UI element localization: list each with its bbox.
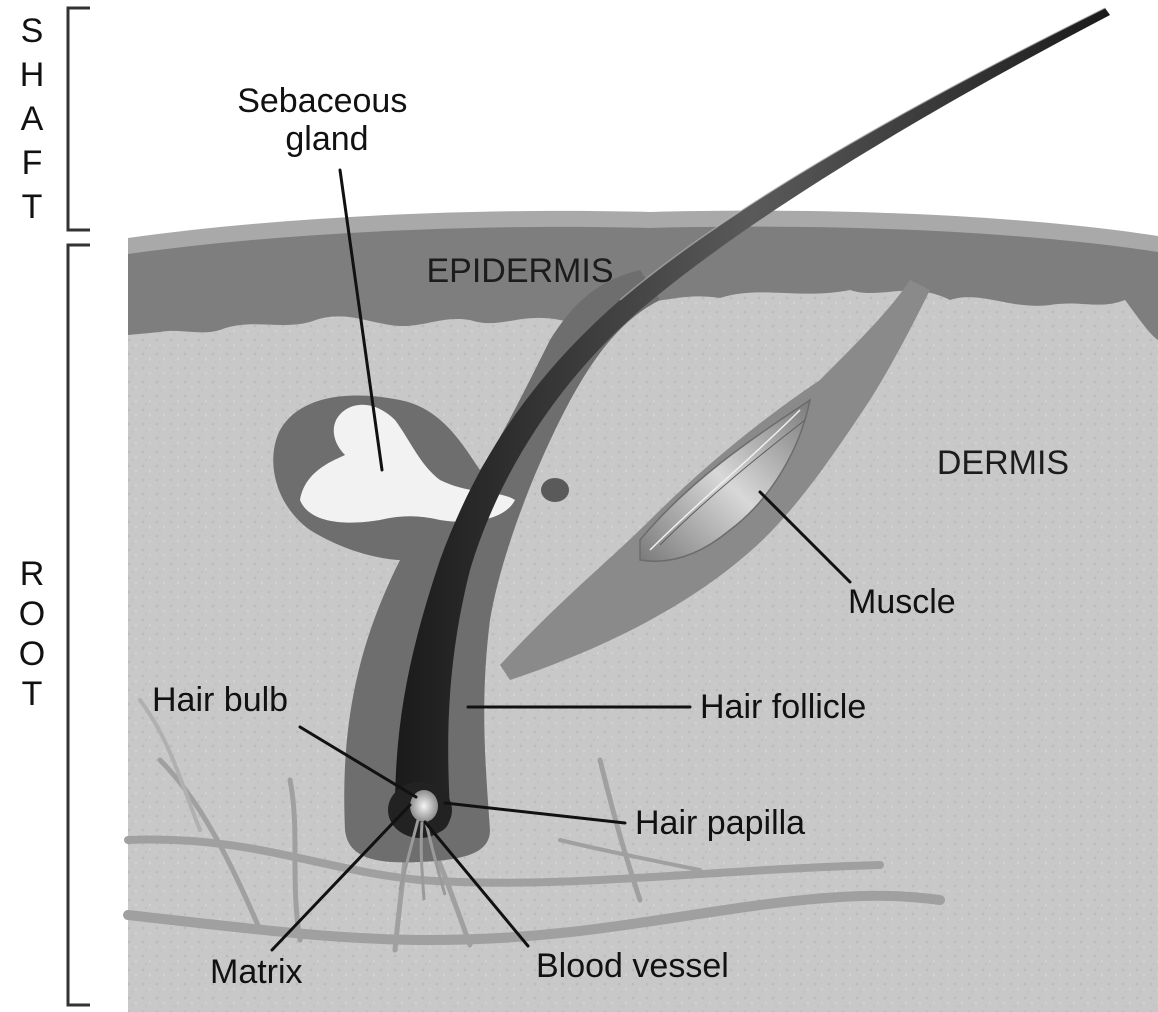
matrix-label: Matrix — [210, 953, 303, 991]
rootLabel-letter: O — [19, 595, 45, 633]
sebaceous-gland-label-line1: Sebaceous — [237, 82, 407, 120]
hair-follicle-label: Hair follicle — [700, 688, 866, 726]
shaftLabel-letter: A — [21, 100, 44, 138]
hair-bulb — [388, 782, 452, 838]
muscle-label: Muscle — [848, 583, 956, 621]
sebaceous-gland-label-line2: gland — [285, 120, 368, 158]
shaftLabel-letter: S — [21, 12, 44, 50]
sebaceous-gland-label: Sebaceous gland — [237, 82, 417, 158]
rootLabel-letter: O — [19, 635, 45, 673]
shaftLabel-letter: F — [22, 144, 43, 182]
hair-bulb-label: Hair bulb — [152, 681, 288, 719]
rootLabel-letter: R — [20, 555, 45, 593]
dermis-label: DERMIS — [937, 444, 1069, 482]
rootLabel-letter: T — [22, 675, 43, 713]
shaftLabel-letter: H — [20, 56, 45, 94]
blood-vessel-label: Blood vessel — [536, 947, 729, 985]
hair-papilla-label: Hair papilla — [635, 804, 805, 842]
root-bracket — [68, 245, 90, 1005]
shaftLabel-letter: T — [22, 188, 43, 226]
epidermis-label: EPIDERMIS — [426, 252, 613, 290]
shaft-bracket — [68, 8, 90, 230]
